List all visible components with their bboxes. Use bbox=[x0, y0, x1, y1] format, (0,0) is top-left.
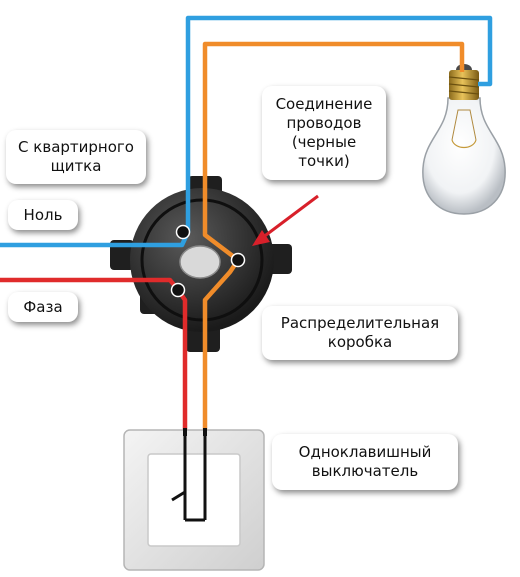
label-from-panel: С квартирного щитка bbox=[6, 130, 146, 184]
wall-switch-icon bbox=[123, 428, 265, 571]
label-phase: Фаза bbox=[8, 292, 78, 322]
pointer-arrow bbox=[252, 194, 319, 246]
label-wire-connection: Соединение проводов (черные точки) bbox=[262, 86, 386, 180]
label-switch: Одноклавишный выключатель bbox=[272, 434, 458, 490]
light-bulb-icon bbox=[422, 64, 506, 215]
connection-dots bbox=[170, 224, 246, 298]
junction-box-icon bbox=[110, 176, 292, 352]
switched-wire bbox=[202, 41, 465, 432]
label-junction-box: Распределительная коробка bbox=[262, 306, 458, 360]
label-neutral: Ноль bbox=[8, 200, 78, 230]
neutral-wire bbox=[0, 15, 493, 248]
